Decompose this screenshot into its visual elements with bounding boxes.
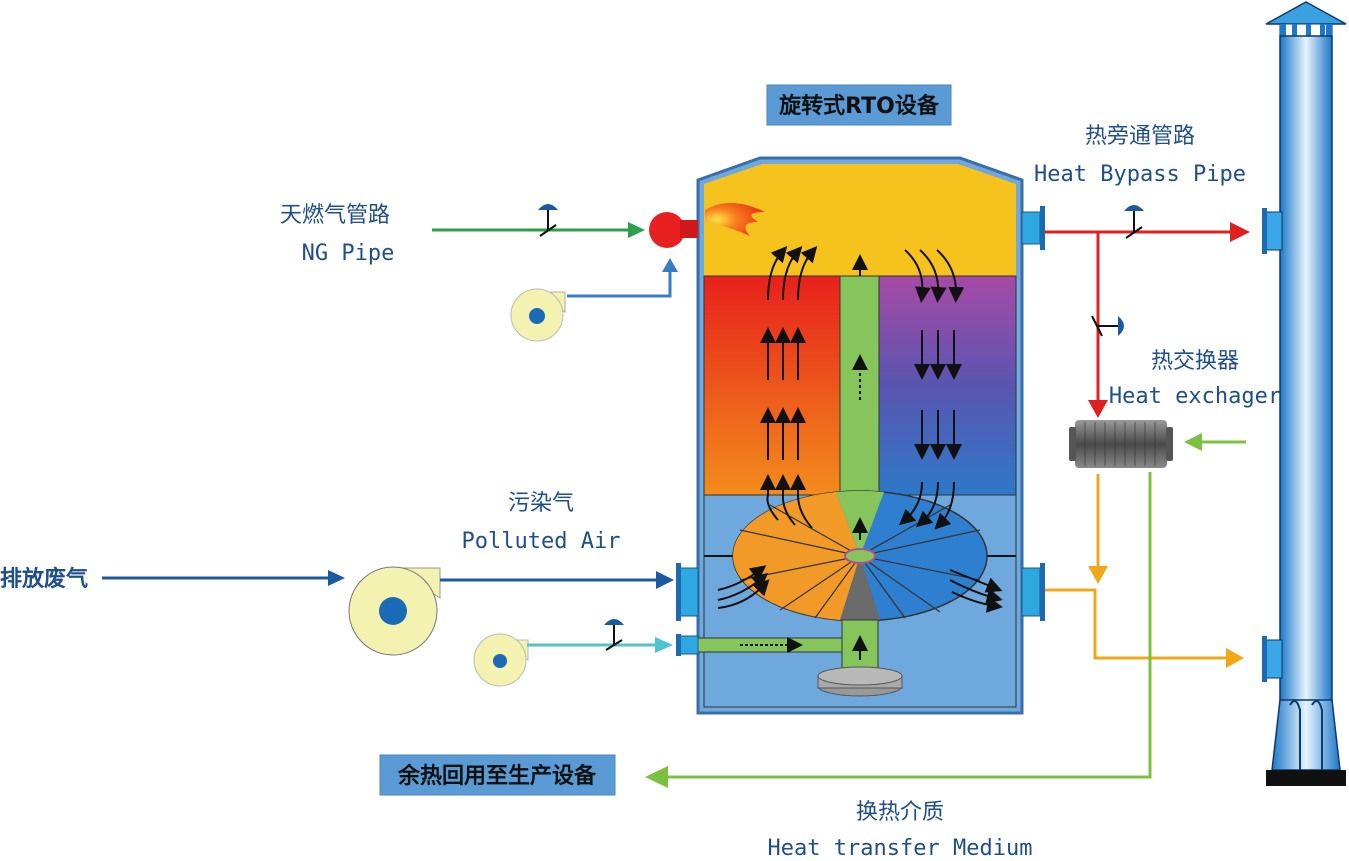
heat-recovery-label: 余热回用至生产设备 [397, 763, 597, 789]
cold-regenerator-zone [878, 275, 1017, 496]
outlet-flange-right [1021, 567, 1041, 617]
purge-valve-icon [604, 619, 624, 651]
downward-flow-arrows [717, 249, 1003, 613]
heat-transfer-medium-label-en: Heat transfer Medium [768, 836, 1033, 861]
ng-pipe-label-cn: 天燃气管路 [280, 203, 390, 228]
upward-flow-arrows [760, 245, 818, 529]
main-fan-icon [348, 566, 441, 656]
flue-gas-line [1045, 588, 1228, 660]
heat-exchanger-icon [1069, 420, 1173, 468]
heat-exchanger-label-cn: 热交换器 [1151, 349, 1239, 374]
rto-vessel [676, 156, 1045, 715]
heat-bypass-label-en: Heat Bypass Pipe [1034, 162, 1246, 187]
combustion-air-line [567, 270, 672, 298]
purge-fan-icon [473, 633, 529, 687]
ng-pipe-label-en: NG Pipe [302, 241, 395, 266]
heat-exchanger-label-en: Heat exchager [1109, 384, 1281, 409]
burner-icon [649, 212, 698, 248]
polluted-air-label-cn: 污染气 [508, 491, 574, 516]
medium-return-line [665, 472, 1152, 779]
ng-valve-icon [538, 204, 558, 237]
hot-regenerator-zone [703, 275, 841, 496]
heat-transfer-medium-label-cn: 换热介质 [856, 800, 944, 825]
heat-bypass-label-cn: 热旁通管路 [1085, 124, 1195, 149]
rto-title-box: 旋转式RTO设备 [766, 84, 952, 126]
bypass-valve-icon [1124, 205, 1144, 239]
inlet-flange-left [679, 567, 699, 617]
outlet-flange-top [1021, 211, 1041, 245]
exhaust-stack-icon [1262, 1, 1347, 786]
heat-recovery-box: 余热回用至生产设备 [379, 754, 616, 796]
burner-flame-icon [705, 202, 765, 236]
exhaust-gas-label: 排放废气 [0, 566, 88, 592]
combustion-air-fan-icon [510, 288, 566, 342]
hx-valve-icon [1091, 315, 1124, 337]
polluted-air-label-en: Polluted Air [462, 529, 621, 554]
ng-pipe-line [432, 222, 645, 238]
rto-title: 旋转式RTO设备 [779, 93, 940, 119]
purge-inlet-flange [679, 635, 699, 655]
